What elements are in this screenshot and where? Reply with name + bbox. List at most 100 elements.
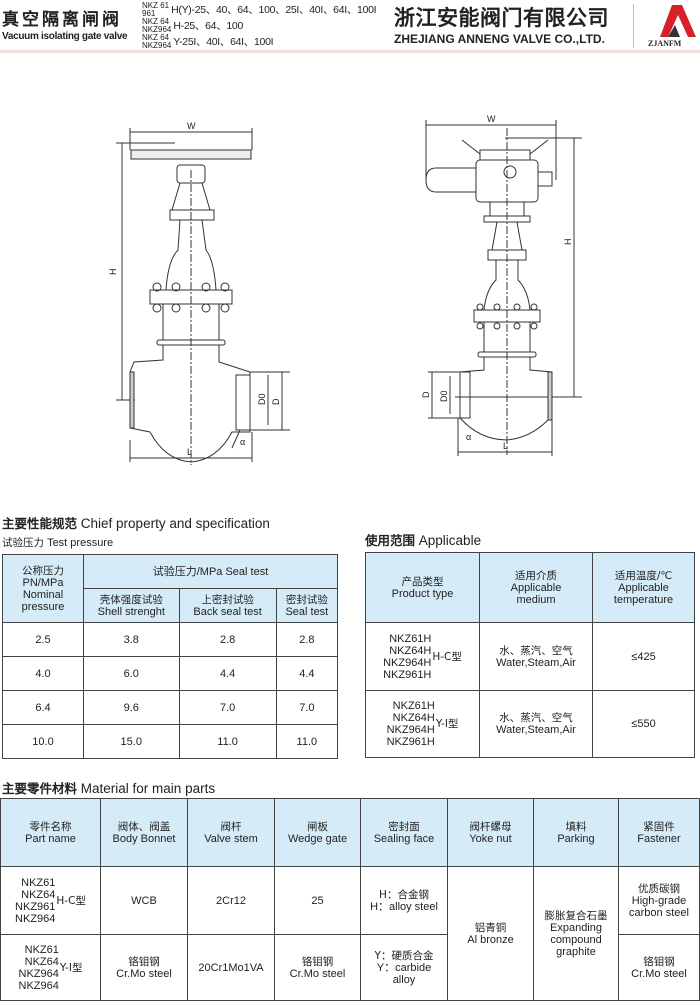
- cell: 4.4: [178, 656, 277, 691]
- cell-text: 铝青铜: [474, 921, 507, 934]
- cell-text: Cr.Mo steel: [289, 967, 346, 980]
- cell: 4.4: [275, 656, 339, 691]
- cell-text: NKZ61: [21, 876, 56, 889]
- cell-text: 膨胀复合石墨: [544, 909, 608, 922]
- dim-label-h: H: [108, 269, 118, 276]
- cell-text: 公称压力: [22, 564, 64, 577]
- cell-text: Y-I型: [59, 961, 83, 974]
- cell-text: Wedge gate: [287, 832, 348, 845]
- materials-section-title: 主要零件材料 Material for main parts: [2, 778, 215, 797]
- cell-text: Al bronze: [467, 933, 514, 946]
- cell: 4.0: [2, 656, 84, 691]
- model-prefix: NKZ 61: [142, 1, 170, 10]
- model-prefix: NKZ964: [142, 41, 172, 50]
- model-prefix: NKZ 64: [142, 33, 170, 42]
- cell-text: Shell strenght: [97, 605, 165, 618]
- body-cell: WCB: [100, 866, 188, 935]
- dim-label-l: L: [187, 447, 192, 457]
- cell-text: Parking: [557, 832, 595, 845]
- cell-text: NKZ964: [18, 967, 59, 980]
- cell-text: NKZ64: [24, 955, 59, 968]
- cell-text: NKZ61H: [392, 700, 435, 712]
- cell-text: NKZ961H: [383, 668, 432, 681]
- cell: 10.0: [2, 724, 84, 759]
- cell-text: 密封面: [388, 820, 420, 833]
- cell-text: alloy: [392, 973, 416, 986]
- model-prefix: NKZ964: [142, 25, 172, 34]
- stem-cell: 2Cr12: [187, 866, 275, 935]
- cell-text: Water,Steam,Air: [496, 656, 576, 669]
- company-logo: [660, 5, 696, 37]
- temperature-cell: ≤425: [592, 622, 695, 691]
- cell-text: 填料: [565, 820, 587, 833]
- cell-text: Applicable: [618, 581, 669, 594]
- cell-text: 水、蒸汽、空气: [499, 644, 573, 657]
- test-pressure-subtitle: 试验压力 Test pressure: [2, 535, 113, 550]
- cell-text: 水、蒸汽、空气: [499, 712, 573, 724]
- title-en: Applicable: [418, 533, 482, 548]
- cell: 6.4: [2, 690, 84, 725]
- cell-text: NKZ61H: [389, 632, 432, 645]
- cell-text: H：alloy steel: [370, 900, 438, 913]
- dim-label-d0: D0: [257, 393, 267, 405]
- wedge-cell: 25: [274, 866, 361, 935]
- title-cn: 使用范围: [365, 533, 416, 548]
- cell-text: carbon steel: [629, 906, 689, 919]
- cell-text: 紧固件: [643, 820, 675, 833]
- model-spec: H-25、64、100: [173, 19, 244, 32]
- cell-text: NKZ964: [18, 979, 59, 992]
- cell-text: High-grade: [631, 894, 687, 907]
- cell-text: Y：硬质合金: [374, 949, 434, 962]
- product-title-cn: 真空隔离闸阀: [2, 10, 122, 30]
- company-name-cn: 浙江安能阀门有限公司: [394, 6, 609, 30]
- cell-text: Y-I型: [435, 718, 459, 730]
- title-en: Chief property and specification: [80, 516, 270, 531]
- cell-text: NKZ961: [15, 900, 56, 913]
- cell-text: Body Bonnet: [112, 832, 176, 845]
- divider: [633, 4, 634, 48]
- cell-text: 壳体强度试验: [99, 593, 163, 606]
- cell-text: medium: [516, 593, 556, 606]
- cell-text: 阀杆螺母: [469, 820, 512, 833]
- cell-text: 铬钼钢: [301, 955, 334, 968]
- cell-text: Product type: [391, 587, 454, 600]
- spec-section-title: 主要性能规范 Chief property and specification: [2, 513, 270, 532]
- cell-text: H-C型: [56, 894, 86, 907]
- stem-cell: 20Cr1Mo1VA: [187, 934, 275, 1001]
- cell-text: 阀杆: [220, 820, 242, 833]
- cell-text: Nominal: [22, 588, 64, 601]
- cell-text: H：合金钢: [379, 888, 429, 901]
- title-cn: 主要性能规范: [2, 516, 78, 531]
- subtitle-cn: 试验压力: [2, 537, 44, 549]
- cell-text: 铬钼钢: [643, 955, 675, 968]
